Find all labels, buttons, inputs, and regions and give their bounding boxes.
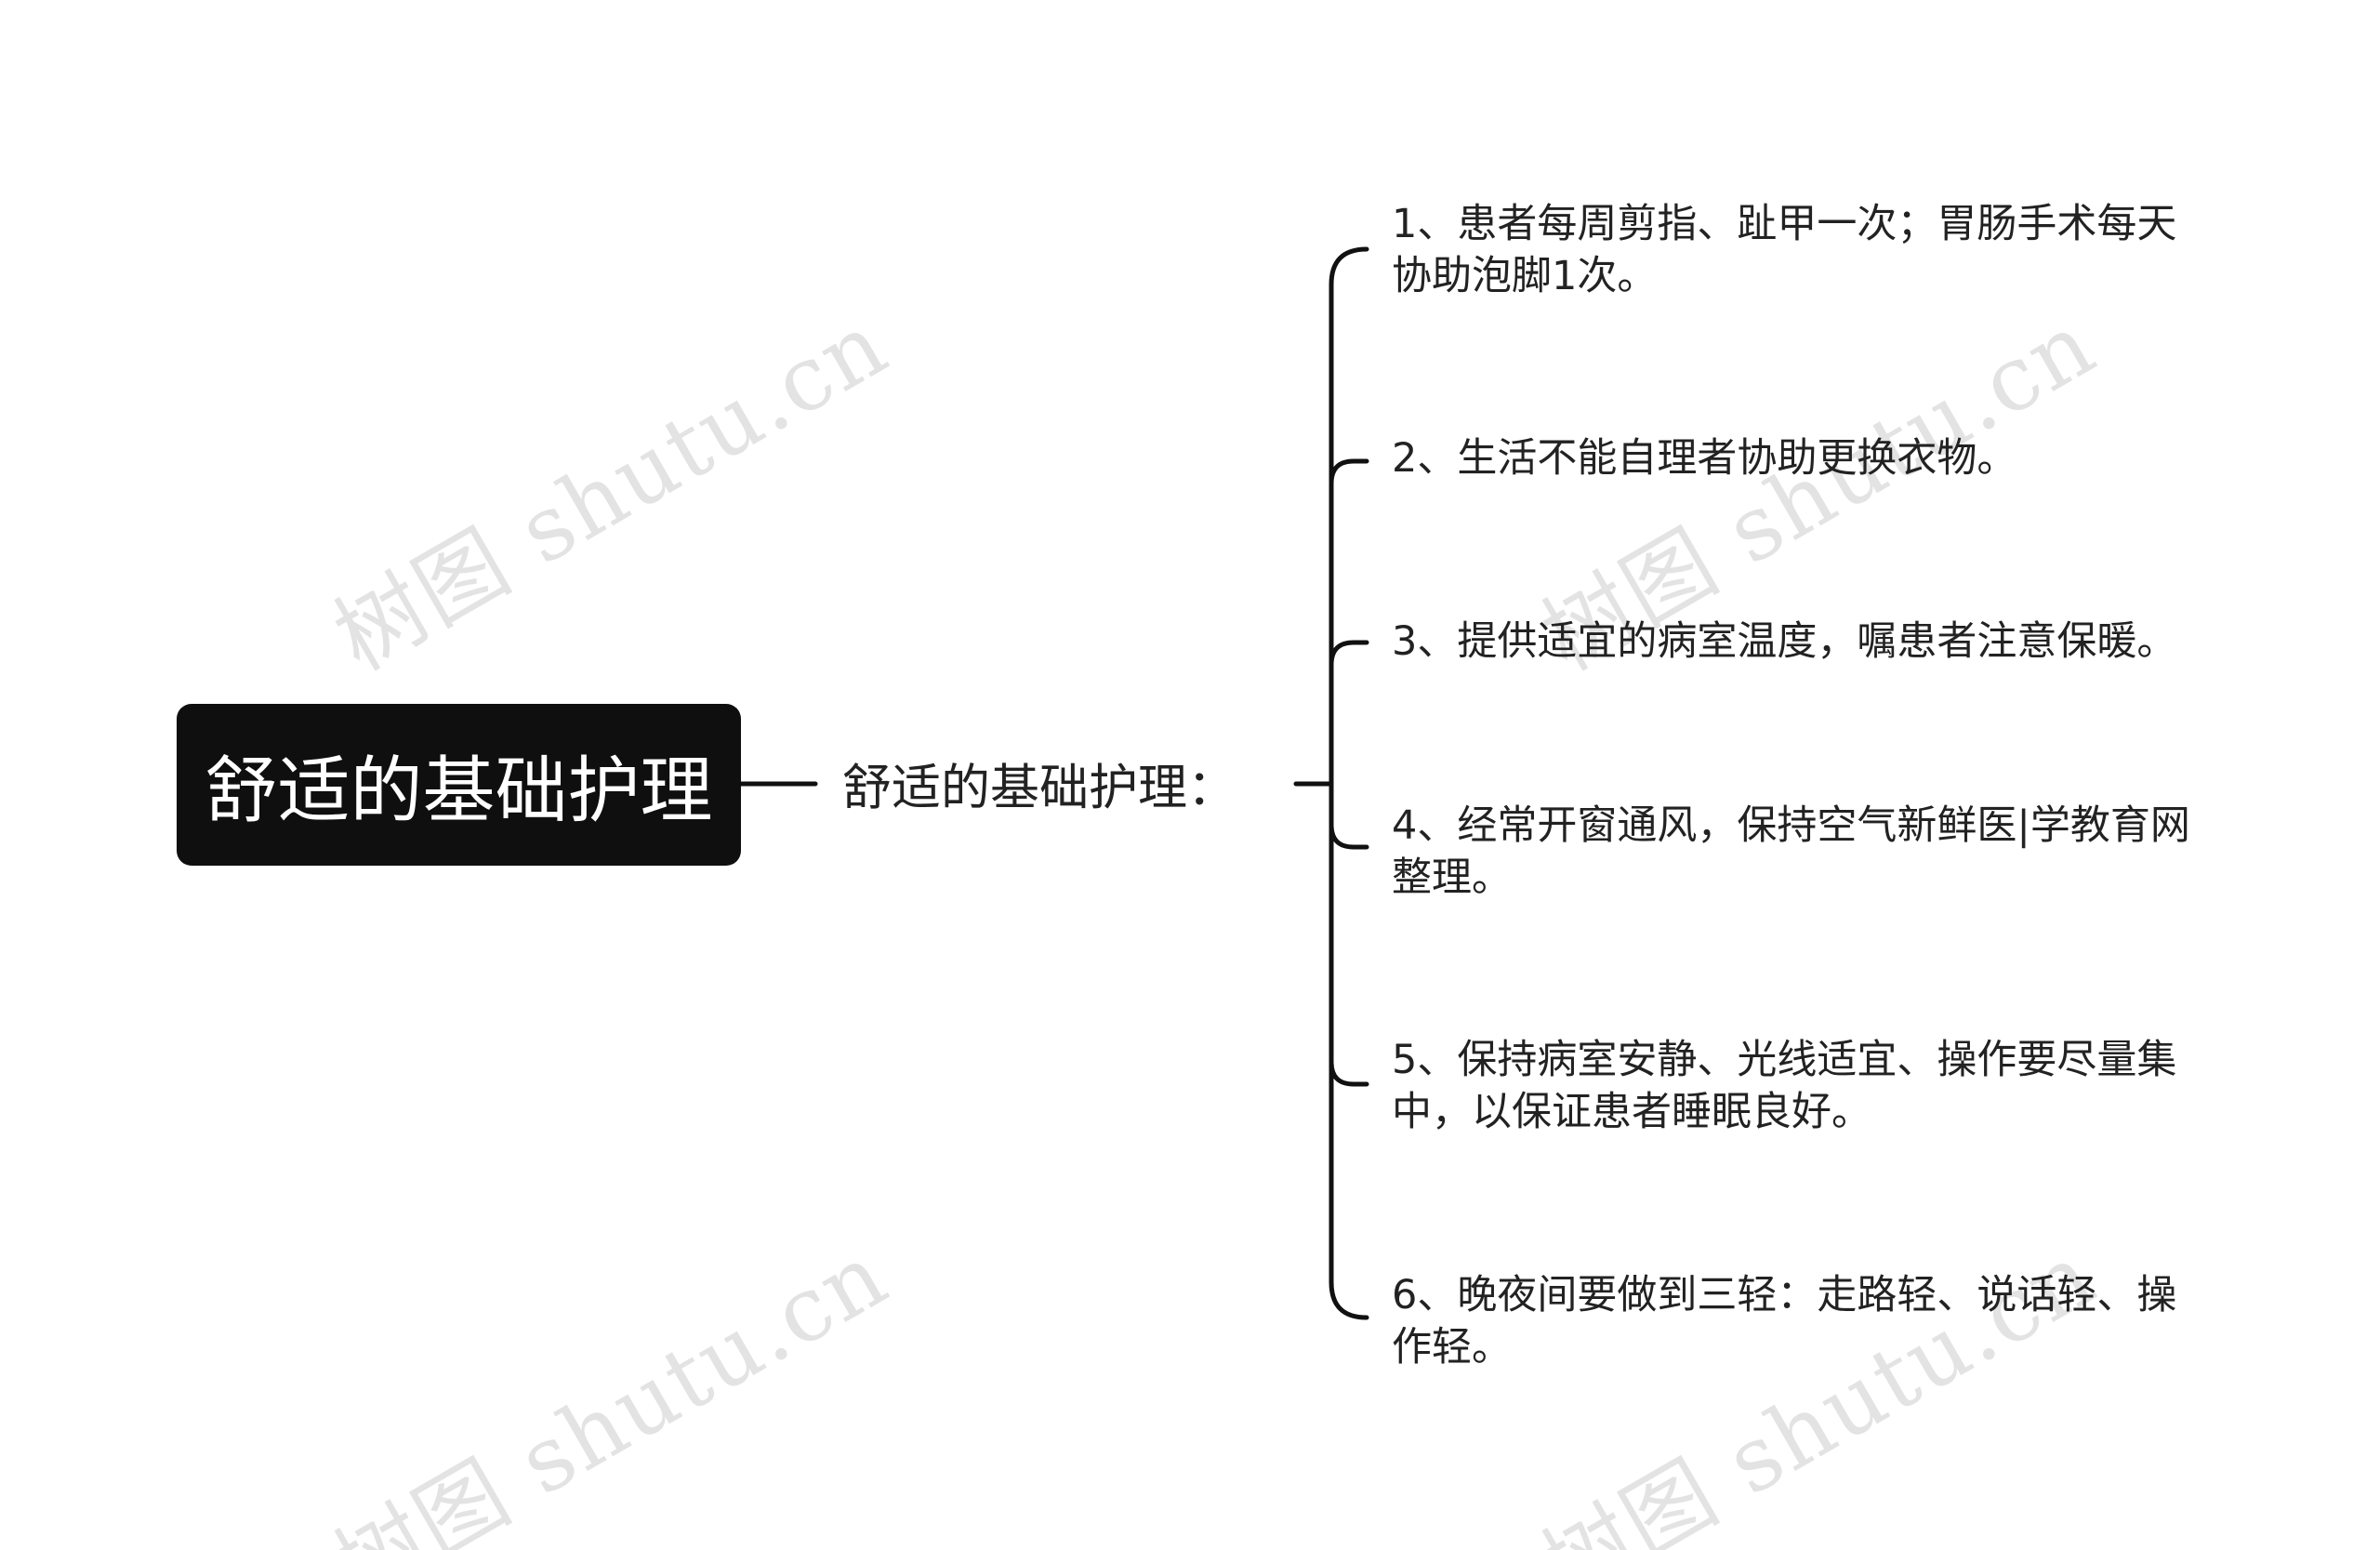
bracket-tick-item-5 (1329, 1059, 1369, 1087)
leaf-node-text-line: 1、患者每周剪指、趾甲一次；胃肠手术每天 (1392, 201, 2177, 247)
root-node[interactable]: 舒适的基础护理 (177, 704, 741, 866)
leaf-node-5[interactable]: 5、保持病室安静、光线适宜、操作要尽量集 中，以保证患者睡眠良好。 (1392, 1034, 2176, 1138)
leaf-node-text-line: 协助泡脚1次。 (1392, 253, 1658, 299)
leaf-node-text-line: 5、保持病室安静、光线适宜、操作要尽量集 (1392, 1037, 2177, 1083)
bracket-tick-item-2 (1329, 458, 1369, 486)
bracket-bottom-curve (1329, 1279, 1369, 1320)
leaf-node-2[interactable]: 2、生活不能自理者协助更换衣物。 (1392, 432, 2016, 484)
branch-node-label[interactable]: 舒适的基础护理： (842, 760, 1236, 816)
leaf-node-text-line: 作轻。 (1392, 1324, 1512, 1371)
leaf-node-3[interactable]: 3、提供适宜的病室温度，嘱患者注意保暖。 (1392, 616, 2176, 668)
root-node-label: 舒适的基础护理 (205, 749, 713, 833)
leaf-node-4[interactable]: 4、经常开窗通风，保持空气新鲜医|学教育网 整理。 (1392, 800, 2190, 904)
bracket-top-curve (1329, 246, 1369, 287)
leaf-node-text-line: 6、晚夜间要做到三轻：走路轻、说话轻、操 (1392, 1272, 2177, 1318)
leaf-node-text-line: 3、提供适宜的病室温度，嘱患者注意保暖。 (1392, 618, 2177, 665)
leaf-node-6[interactable]: 6、晚夜间要做到三轻：走路轻、说话轻、操 作轻。 (1392, 1269, 2176, 1373)
leaf-node-text-line: 2、生活不能自理者协助更换衣物。 (1392, 435, 2017, 482)
bracket-tick-item-3 (1329, 640, 1369, 668)
bracket-tick-item-4 (1329, 822, 1369, 850)
leaf-node-text-line: 整理。 (1392, 854, 1512, 901)
leaf-node-text-line: 中，以保证患者睡眠良好。 (1392, 1089, 1871, 1135)
leaf-node-text-line: 4、经常开窗通风，保持空气新鲜医|学教育网 (1392, 802, 2190, 849)
leaf-node-1[interactable]: 1、患者每周剪指、趾甲一次；胃肠手术每天 协助泡脚1次。 (1392, 198, 2176, 302)
